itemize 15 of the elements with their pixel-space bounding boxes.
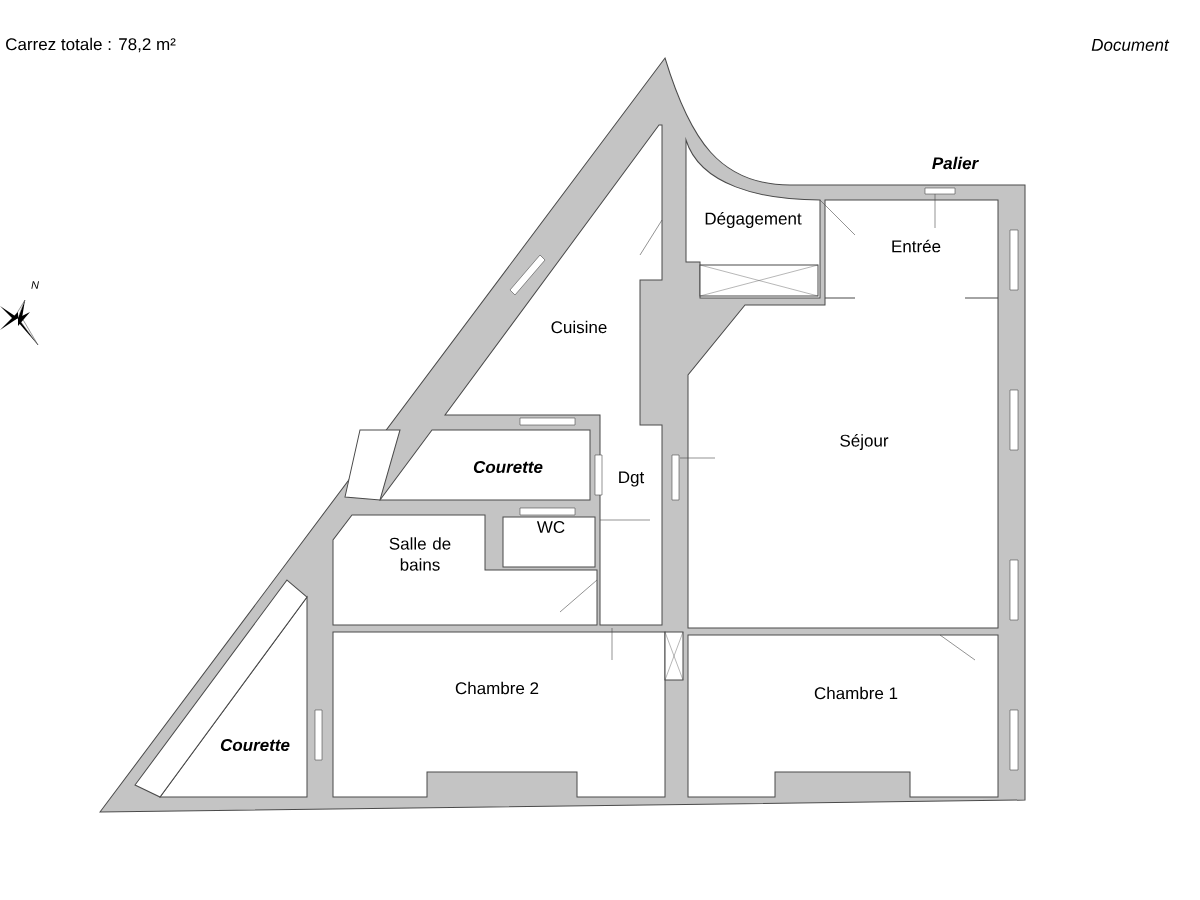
room-label: Séjour bbox=[840, 434, 889, 451]
landing-label: Palier bbox=[932, 156, 979, 170]
room-label: Dgt bbox=[619, 471, 645, 487]
document-note: Document bbox=[1091, 39, 1170, 51]
room-label: Salle de bains bbox=[389, 537, 451, 571]
room-label: Chambre 2 bbox=[455, 681, 539, 695]
room-label: Entrée bbox=[892, 239, 941, 253]
area-note: Carrez totale : 78,2 m² bbox=[6, 37, 176, 53]
room-label: Dégagement bbox=[705, 212, 802, 229]
north-label: N bbox=[31, 281, 39, 289]
room-label: Chambre 1 bbox=[814, 686, 898, 700]
room-label: WC bbox=[536, 521, 565, 534]
room-label: Courette bbox=[473, 461, 543, 474]
room-label: Cuisine bbox=[551, 320, 607, 334]
room-label: Courette bbox=[220, 739, 290, 752]
